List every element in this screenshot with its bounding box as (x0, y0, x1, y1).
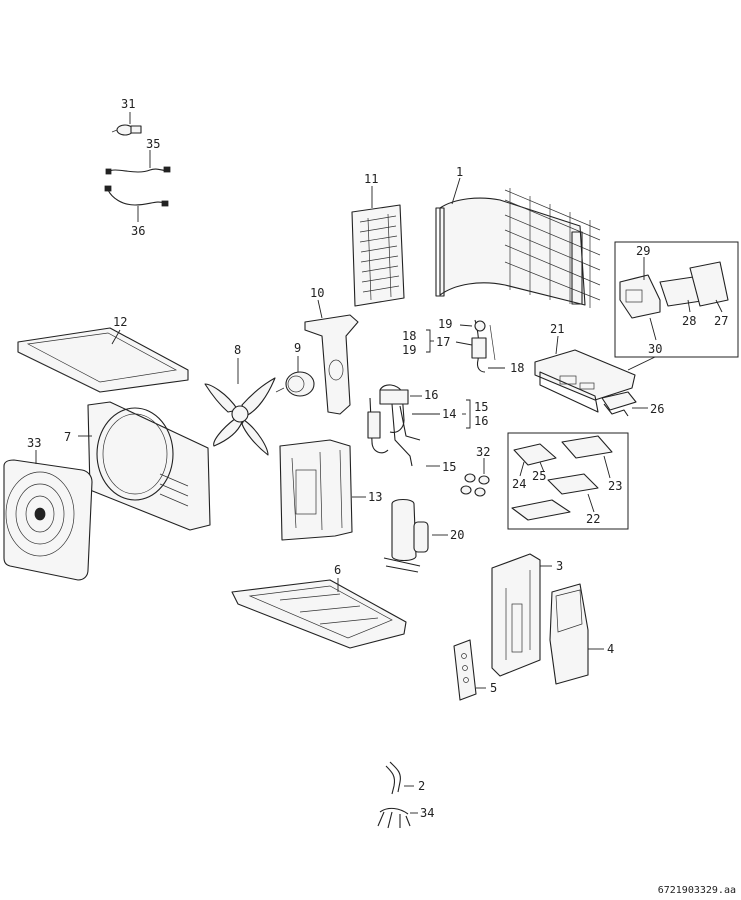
part-5-terminal-panel (453, 639, 486, 701)
part-3-right-side-panel (491, 553, 552, 677)
part-33-fan-guard (3, 450, 93, 581)
part-13-partition-plate (279, 439, 366, 541)
part-12-top-cover (17, 327, 189, 393)
label-24: 24 (512, 477, 526, 491)
label-25: 25 (532, 469, 546, 483)
label-23: 23 (608, 479, 622, 493)
label-15a: 15 (474, 400, 488, 414)
part-9-fan-motor (275, 356, 315, 397)
label-21: 21 (550, 322, 564, 336)
label-29: 29 (636, 244, 650, 258)
box-control-group-27-30 (614, 241, 739, 358)
part-16-four-way-valve (367, 384, 471, 467)
label-36: 36 (131, 224, 145, 238)
label-18b: 18 (510, 361, 524, 375)
part-21-control-board (534, 335, 656, 413)
label-3: 3 (556, 559, 563, 573)
part-34-drain-plugs (377, 807, 418, 829)
label-31: 31 (121, 97, 135, 111)
label-8: 8 (234, 343, 241, 357)
label-13: 13 (368, 490, 382, 504)
label-19b: 19 (438, 317, 452, 331)
part-35-cable (105, 150, 171, 175)
part-7-front-panel (78, 401, 211, 531)
label-34: 34 (420, 806, 434, 820)
part-32-nuts (460, 458, 490, 497)
part-2-drain-elbow (385, 761, 414, 795)
document-reference: 6721903329.aa (658, 885, 736, 896)
label-15b: 15 (442, 460, 456, 474)
part-20-compressor (383, 498, 448, 573)
part-1-condenser-coil (435, 177, 601, 308)
label-28: 28 (682, 314, 696, 328)
label-32: 32 (476, 445, 490, 459)
label-7: 7 (64, 430, 71, 444)
label-4: 4 (607, 642, 614, 656)
label-10: 10 (310, 286, 324, 300)
label-17: 17 (436, 335, 450, 349)
label-33: 33 (27, 436, 41, 450)
part-26-terminal-bracket (601, 391, 648, 417)
label-5: 5 (490, 681, 497, 695)
label-16b: 16 (424, 388, 438, 402)
box-board-group-22-25 (507, 432, 629, 530)
label-6: 6 (334, 563, 341, 577)
label-18a: 18 (402, 329, 416, 343)
label-11: 11 (364, 172, 378, 186)
label-20: 20 (450, 528, 464, 542)
label-22: 22 (586, 512, 600, 526)
part-17-expansion-valve (426, 319, 505, 373)
label-35: 35 (146, 137, 160, 151)
label-1: 1 (456, 165, 463, 179)
label-14: 14 (442, 407, 456, 421)
label-27: 27 (714, 314, 728, 328)
part-31-cable-gland (111, 112, 142, 136)
label-30: 30 (648, 342, 662, 356)
part-6-base-pan (231, 578, 407, 649)
part-10-motor-support (304, 299, 359, 415)
label-9: 9 (294, 341, 301, 355)
callout-labels: 1 2 3 4 5 6 7 8 9 10 11 12 13 14 15 16 1… (27, 97, 728, 820)
part-11-rear-grille (351, 186, 405, 307)
label-19a: 19 (402, 343, 416, 357)
label-2: 2 (418, 779, 425, 793)
label-12: 12 (113, 315, 127, 329)
part-8-fan-blade (204, 358, 276, 456)
label-26: 26 (650, 402, 664, 416)
part-4-valve-cover (549, 583, 604, 685)
part-36-sensor-cable (104, 185, 169, 222)
label-16a: 16 (474, 414, 488, 428)
